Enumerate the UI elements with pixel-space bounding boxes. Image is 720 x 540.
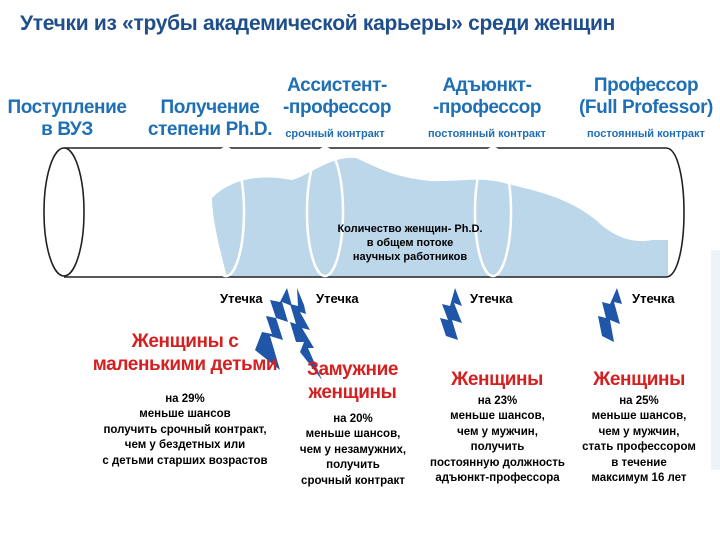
group-heading-line: Женщины: [432, 368, 562, 391]
stage-label-line: в ВУЗ: [2, 119, 132, 141]
stage-label-line: Адъюнкт-: [422, 75, 552, 97]
group-text-line: на 25%: [565, 394, 713, 409]
contract-label-assistant: срочный контракт: [270, 128, 400, 140]
group-heading-married: Замужние женщины: [290, 358, 415, 404]
group-text-professor: на 25% меньше шансов, чем у мужчин, стат…: [565, 394, 713, 486]
stage-label-line: (Full Professor): [572, 97, 720, 119]
group-text-line: меньше шансов,: [565, 409, 713, 424]
group-heading-line: Замужние: [290, 358, 415, 381]
group-text-mothers: на 29% меньше шансов получить срочный ко…: [85, 392, 285, 469]
slide-title: Утечки из «трубы академической карьеры» …: [20, 12, 710, 36]
group-heading-line: Женщины с: [80, 330, 290, 353]
group-text-line: получить: [420, 440, 575, 455]
stage-label-line: степени Ph.D.: [142, 119, 278, 141]
group-heading-line: женщины: [290, 381, 415, 404]
stage-label-assistant-professor: Ассистент- -профессор: [272, 75, 402, 119]
leak-label-3: Утечка: [470, 291, 513, 306]
group-text-line: с детьми старших возрастов: [85, 454, 285, 469]
contract-label-professor: постоянный контракт: [576, 128, 716, 140]
group-text-line: чем у мужчин,: [565, 425, 713, 440]
stage-label-line: Ассистент-: [272, 75, 402, 97]
group-heading-mothers: Женщины с маленькими детьми: [80, 330, 290, 376]
stage-label-university: Поступление в ВУЗ: [2, 97, 132, 141]
group-text-line: постоянную должность: [420, 456, 575, 471]
stage-label-line: -профессор: [422, 97, 552, 119]
stage-label-adjunct-professor: Адъюнкт- -профессор: [422, 75, 552, 119]
leak-label-1: Утечка: [220, 291, 263, 306]
group-text-line: меньше шансов: [85, 407, 285, 422]
pipe-annotation-line: в общем потоке: [325, 236, 495, 250]
group-text-line: на 23%: [420, 394, 575, 409]
stage-label-line: Профессор: [572, 75, 720, 97]
contract-label-adjunct: постоянный контракт: [420, 128, 554, 140]
group-text-line: на 20%: [288, 412, 418, 427]
leak-label-2: Утечка: [316, 291, 359, 306]
group-text-line: чем у мужчин,: [420, 425, 575, 440]
leak-label-4: Утечка: [632, 291, 675, 306]
group-text-line: срочный контракт: [288, 474, 418, 489]
group-text-line: максимум 16 лет: [565, 471, 713, 486]
group-text-line: на 29%: [85, 392, 285, 407]
stage-label-line: -профессор: [272, 97, 402, 119]
group-text-line: чем у незамужних,: [288, 443, 418, 458]
group-text-line: меньше шансов,: [288, 427, 418, 442]
stage-label-line: Поступление: [2, 97, 132, 119]
group-text-married: на 20% меньше шансов, чем у незамужних, …: [288, 412, 418, 489]
leak-arrow-3: [440, 288, 462, 340]
stage-label-full-professor: Профессор (Full Professor): [572, 75, 720, 119]
group-text-line: стать профессором: [565, 440, 713, 455]
group-text-adjunct: на 23% меньше шансов, чем у мужчин, полу…: [420, 394, 575, 486]
leak-arrow-4: [598, 288, 622, 342]
group-heading-adjunct: Женщины: [432, 368, 562, 391]
group-heading-line: Женщины: [574, 368, 704, 391]
pipe-annotation-line: научных работников: [325, 250, 495, 264]
group-text-line: адъюнкт-профессора: [420, 471, 575, 486]
stage-label-phd: Получение степени Ph.D.: [142, 97, 278, 141]
pipe-left-opening: [44, 148, 84, 276]
pipe-annotation: Количество женщин- Ph.D. в общем потоке …: [325, 222, 495, 264]
stage-label-line: Получение: [142, 97, 278, 119]
group-heading-professor: Женщины: [574, 368, 704, 391]
group-text-line: получить срочный контракт,: [85, 423, 285, 438]
group-text-line: меньше шансов,: [420, 409, 575, 424]
pipe-annotation-line: Количество женщин- Ph.D.: [325, 222, 495, 236]
pipe-right-end: [666, 148, 684, 277]
group-heading-line: маленькими детьми: [80, 353, 290, 376]
group-text-line: чем у бездетных или: [85, 438, 285, 453]
group-text-line: в течение: [565, 456, 713, 471]
group-text-line: получить: [288, 458, 418, 473]
